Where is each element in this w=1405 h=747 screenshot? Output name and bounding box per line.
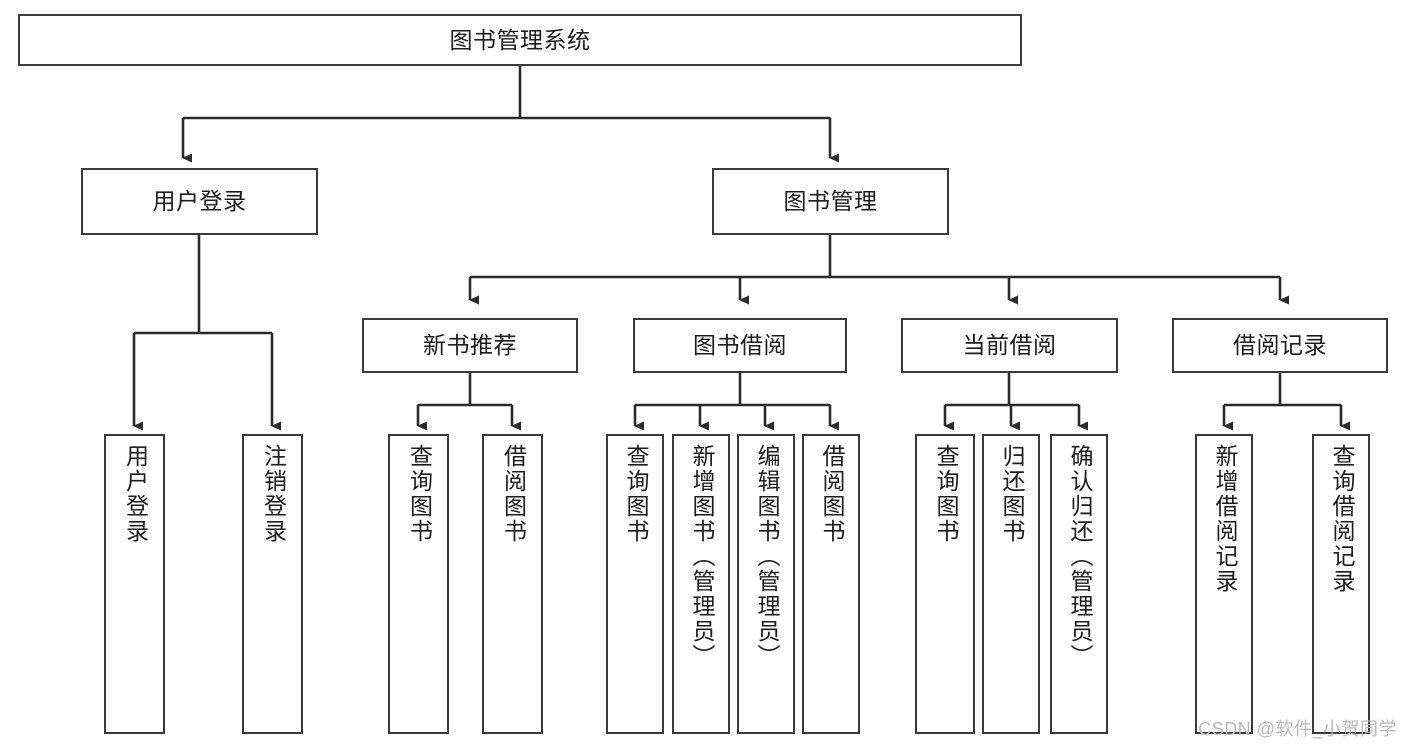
node-label: 图书管理系统 [449,26,591,53]
node-label: 查询借阅记录 [1328,444,1355,594]
node-book-management[interactable]: 图书管理 [712,168,949,235]
leaf-new-book-query-books[interactable]: 查询图书 [388,434,449,734]
leaf-borrow-record-query-record[interactable]: 查询借阅记录 [1312,434,1370,734]
node-borrowing-record[interactable]: 借阅记录 [1172,318,1388,373]
leaf-book-borrow-edit-book-admin[interactable]: 编辑图书（管理员） [737,434,795,734]
node-label: 归还图书 [998,444,1025,544]
node-label: 用户登录 [122,444,149,544]
leaf-borrow-record-add-record[interactable]: 新增借阅记录 [1195,434,1253,734]
node-label: 用户登录 [152,188,247,215]
node-current-borrowing[interactable]: 当前借阅 [901,318,1118,373]
node-root-book-management-system[interactable]: 图书管理系统 [18,14,1022,66]
node-label: 借阅图书 [818,444,845,544]
leaf-user-login-sign-out[interactable]: 注销登录 [242,434,303,734]
leaf-book-borrow-query-books[interactable]: 查询图书 [606,434,664,734]
leaf-current-borrow-return-books[interactable]: 归还图书 [982,434,1040,734]
node-label: 注销登录 [260,444,287,544]
node-label: 确认归还（管理员） [1066,444,1093,669]
node-label: 图书管理 [783,188,878,215]
node-label: 当前借阅 [962,332,1057,359]
node-label: 借阅图书 [500,444,527,544]
csdn-watermark: CSDN @软件_小贺同学 [1198,719,1397,739]
node-label: 查询图书 [406,444,433,544]
node-label: 图书借阅 [693,332,787,359]
leaf-book-borrow-add-book-admin[interactable]: 新增图书（管理员） [672,434,730,734]
node-label: 查询图书 [622,444,649,544]
leaf-current-borrow-query-books[interactable]: 查询图书 [915,434,975,734]
leaf-new-book-borrow-books[interactable]: 借阅图书 [482,434,543,734]
node-label: 新增借阅记录 [1211,444,1238,594]
node-label: 查询图书 [932,444,959,544]
node-user-login[interactable]: 用户登录 [81,168,318,235]
node-label: 编辑图书（管理员） [753,444,780,669]
node-book-borrowing[interactable]: 图书借阅 [633,318,847,373]
leaf-book-borrow-borrow-books[interactable]: 借阅图书 [802,434,860,734]
leaf-current-borrow-confirm-return-admin[interactable]: 确认归还（管理员） [1050,434,1108,734]
node-new-book-recommendation[interactable]: 新书推荐 [362,318,578,373]
node-label: 新增图书（管理员） [688,444,715,669]
node-label: 新书推荐 [423,332,517,359]
node-label: 借阅记录 [1233,332,1327,359]
leaf-user-login-sign-in[interactable]: 用户登录 [104,434,165,734]
